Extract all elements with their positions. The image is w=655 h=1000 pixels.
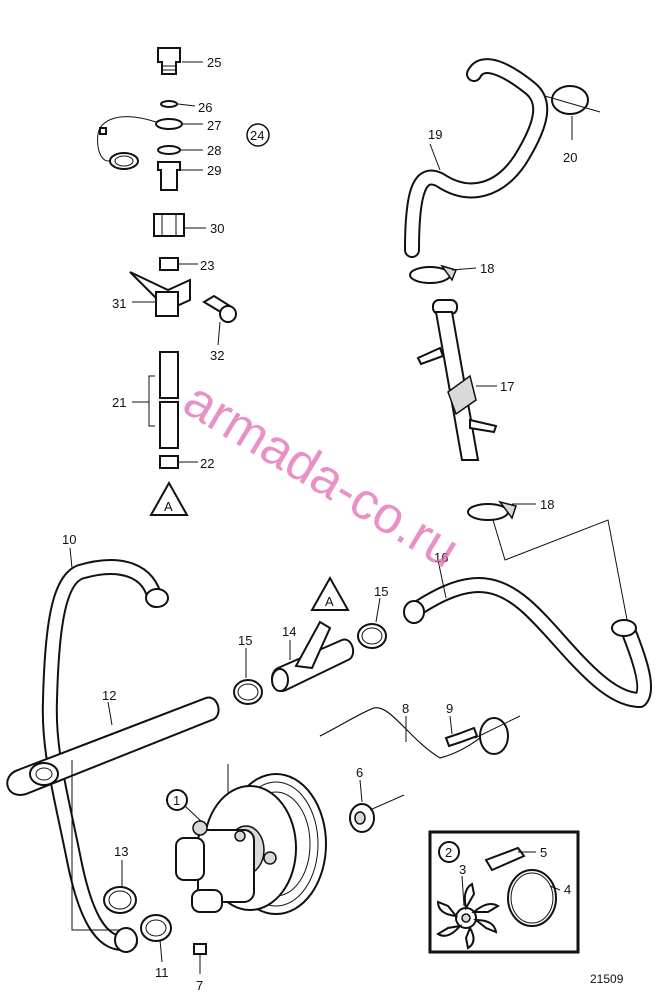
figure-number: 21509 <box>590 972 624 986</box>
callout-24-circle <box>246 123 270 147</box>
callout-9: 9 <box>446 701 453 716</box>
callout-12: 12 <box>102 688 116 703</box>
callout-23: 23 <box>200 258 214 273</box>
callout-18-lower: 18 <box>540 497 554 512</box>
lower-hoses <box>6 559 652 953</box>
callout-14: 14 <box>282 624 296 639</box>
drain-plug-assembly <box>97 47 237 516</box>
callout-1: 1 <box>173 793 180 808</box>
callout-19: 19 <box>428 127 442 142</box>
callout-18-upper: 18 <box>480 261 494 276</box>
callout-26: 26 <box>198 100 212 115</box>
callout-8: 8 <box>402 701 409 716</box>
callout-15-left: 15 <box>238 633 252 648</box>
upper-right-assembly <box>404 58 629 626</box>
callout-6: 6 <box>356 765 363 780</box>
callout-4: 4 <box>564 882 571 897</box>
leader-lines-lower <box>69 547 561 963</box>
leader-lines-upper-right <box>429 116 573 505</box>
callout-21: 21 <box>112 395 126 410</box>
leader-lines-upper-left <box>132 61 221 463</box>
sea-water-pump <box>103 773 405 974</box>
callout-labels: 25 26 27 24 28 29 30 23 31 32 21 22 A 19… <box>62 55 624 993</box>
callout-32: 32 <box>210 348 224 363</box>
impeller-kit-box <box>428 830 580 954</box>
callout-28: 28 <box>207 143 221 158</box>
callout-7: 7 <box>196 978 203 993</box>
marker-a-lower: A <box>325 594 334 609</box>
callout-20: 20 <box>563 150 577 165</box>
callout-22: 22 <box>200 456 214 471</box>
callout-10: 10 <box>62 532 76 547</box>
callout-17: 17 <box>500 379 514 394</box>
callout-30: 30 <box>210 221 224 236</box>
callout-27: 27 <box>207 118 221 133</box>
watermark: armada-co.ru <box>174 371 469 580</box>
callout-2: 2 <box>445 845 452 860</box>
callout-29: 29 <box>207 163 221 178</box>
callout-5: 5 <box>540 845 547 860</box>
callout-13: 13 <box>114 844 128 859</box>
callout-3: 3 <box>459 862 466 877</box>
callout-11: 11 <box>155 965 169 980</box>
callout-16: 16 <box>434 550 448 565</box>
callout-25: 25 <box>207 55 221 70</box>
callout-31: 31 <box>112 296 126 311</box>
marker-a-upper: A <box>164 499 173 514</box>
callout-15-right: 15 <box>374 584 388 599</box>
callout-24: 24 <box>250 128 264 143</box>
